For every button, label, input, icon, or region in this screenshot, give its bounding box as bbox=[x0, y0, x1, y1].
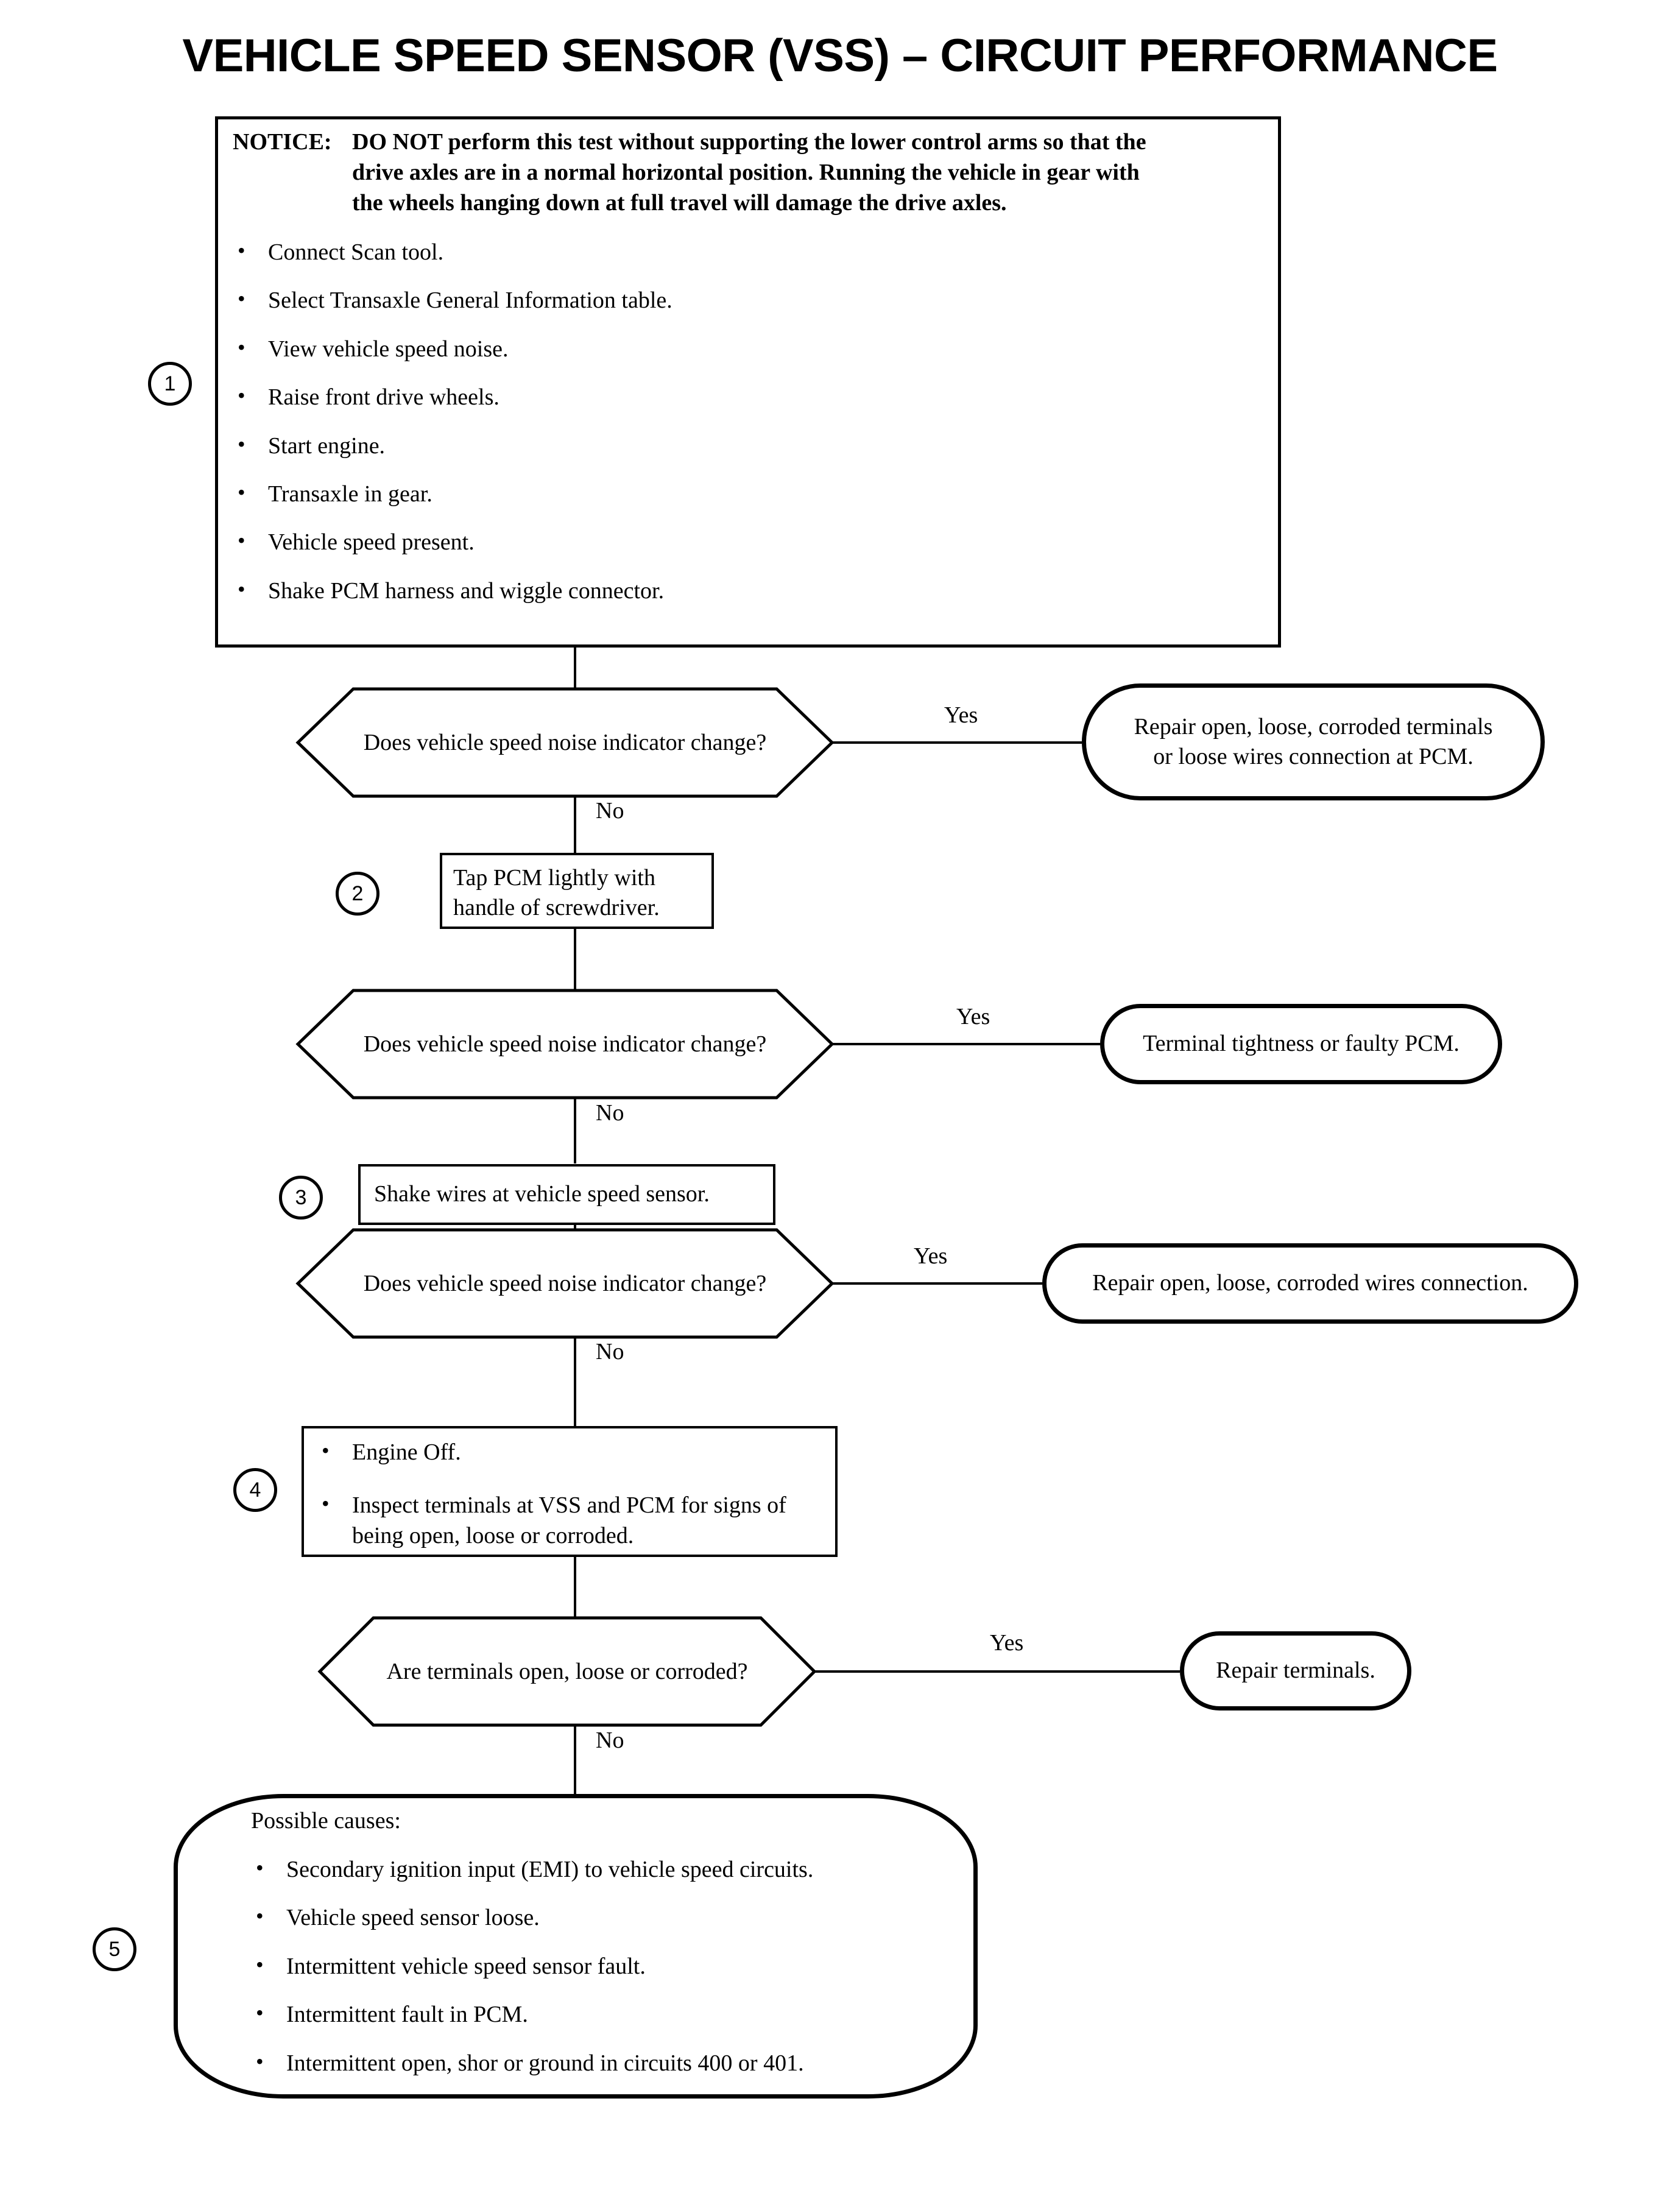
decision3-hexagon: Does vehicle speed noise indicator chang… bbox=[295, 1226, 835, 1341]
step1-bullet-5-label: Start engine. bbox=[268, 432, 386, 459]
list-item: Select Transaxle General Information tab… bbox=[233, 284, 1244, 316]
branch-label-yes-4: Yes bbox=[990, 1630, 1024, 1656]
step1-bullet-7-label: Vehicle speed present. bbox=[268, 529, 475, 556]
list-item: Raise front drive wheels. bbox=[233, 381, 1244, 412]
list-item: View vehicle speed noise. bbox=[233, 333, 1244, 364]
branch-label-yes-3: Yes bbox=[914, 1243, 948, 1269]
terminal-text: Repair terminals. bbox=[1216, 1658, 1375, 1684]
terminal-text: Terminal tightness or faulty PCM. bbox=[1143, 1031, 1459, 1057]
list-item: Engine Off. bbox=[317, 1436, 828, 1467]
terminal-text: Repair open, loose, corroded wires conne… bbox=[1092, 1270, 1528, 1296]
step1-bullet-3-label: View vehicle speed noise. bbox=[268, 336, 509, 362]
step-marker-4: 4 bbox=[233, 1468, 277, 1512]
decision1-hexagon: Does vehicle speed noise indicator chang… bbox=[295, 685, 835, 800]
connector-decision3-no bbox=[574, 1336, 576, 1427]
connector-decision3-yes bbox=[832, 1282, 1042, 1285]
cause-2-label: Vehicle speed sensor loose. bbox=[286, 1905, 540, 1931]
cause-5-label: Intermittent open, shor or ground in cir… bbox=[286, 2050, 804, 2076]
notice-line-1: DO NOT perform this test without support… bbox=[352, 129, 1146, 155]
step1-bullet-4-label: Raise front drive wheels. bbox=[268, 384, 499, 411]
list-item: Intermittent open, shor or ground in cir… bbox=[251, 2047, 951, 2078]
connector-decision4-yes bbox=[814, 1670, 1180, 1673]
branch-label-yes-1: Yes bbox=[944, 702, 978, 728]
branch-label-no-4: No bbox=[596, 1728, 624, 1753]
terminal-text: Repair open, loose, corroded terminals o… bbox=[1134, 712, 1493, 772]
step2-text: Tap PCM lightly with handle of screwdriv… bbox=[453, 863, 709, 923]
step-marker-2: 2 bbox=[336, 872, 379, 916]
list-item: Transaxle in gear. bbox=[233, 478, 1244, 509]
terminal-line-1: Repair open, loose, corroded terminals bbox=[1134, 713, 1493, 740]
list-item: Intermittent vehicle speed sensor fault. bbox=[251, 1951, 951, 1982]
list-item: Shake PCM harness and wiggle connector. bbox=[233, 575, 1244, 606]
list-item: Secondary ignition input (EMI) to vehicl… bbox=[251, 1854, 951, 1885]
branch-label-no-2: No bbox=[596, 1100, 624, 1126]
cause-3-label: Intermittent vehicle speed sensor fault. bbox=[286, 1953, 646, 1979]
step1-bullet-2-label: Select Transaxle General Information tab… bbox=[268, 288, 672, 314]
connector-decision4-no bbox=[574, 1724, 576, 1803]
connector-step2-to-decision2 bbox=[574, 929, 576, 990]
terminal-repair-terminals: Repair terminals. bbox=[1180, 1631, 1411, 1710]
list-item: Intermittent fault in PCM. bbox=[251, 1999, 951, 2030]
connector-decision1-no bbox=[574, 795, 576, 862]
terminal-repair-wires: Repair open, loose, corroded wires conne… bbox=[1042, 1243, 1578, 1324]
branch-label-no-3: No bbox=[596, 1339, 624, 1364]
terminal-line-2: or loose wires connection at PCM. bbox=[1153, 744, 1474, 769]
possible-causes-list: Secondary ignition input (EMI) to vehicl… bbox=[251, 1854, 951, 2078]
notice-line-2: drive axles are in a normal horizontal p… bbox=[352, 160, 1140, 186]
connector-decision2-no bbox=[574, 1096, 576, 1163]
step-marker-5: 5 bbox=[93, 1927, 136, 1971]
step3-box bbox=[358, 1164, 775, 1225]
cause-1-label: Secondary ignition input (EMI) to vehicl… bbox=[286, 1857, 814, 1882]
branch-label-no-1: No bbox=[596, 798, 624, 824]
terminal-repair-pcm-wiring: Repair open, loose, corroded terminals o… bbox=[1082, 683, 1545, 800]
step2-line-2: handle of screwdriver. bbox=[453, 895, 660, 921]
step4-bullet-2-label: Inspect terminals at VSS and PCM for sig… bbox=[352, 1492, 786, 1548]
step1-bullet-list: Connect Scan tool. Select Transaxle Gene… bbox=[233, 236, 1244, 606]
cause-4-label: Intermittent fault in PCM. bbox=[286, 2002, 528, 2028]
step-marker-3: 3 bbox=[279, 1176, 323, 1220]
step1-box bbox=[215, 116, 1281, 648]
terminal-terminal-tightness: Terminal tightness or faulty PCM. bbox=[1100, 1004, 1502, 1084]
step4-bullet-list: Engine Off. Inspect terminals at VSS and… bbox=[317, 1436, 828, 1551]
list-item: Vehicle speed present. bbox=[233, 526, 1244, 557]
possible-causes-heading: Possible causes: bbox=[251, 1808, 401, 1834]
notice-line-3: the wheels hanging down at full travel w… bbox=[352, 190, 1007, 216]
step2-box bbox=[440, 853, 714, 929]
notice-label: NOTICE: bbox=[233, 129, 332, 155]
step-marker-1: 1 bbox=[148, 362, 192, 406]
connector-step4-to-decision4 bbox=[574, 1557, 576, 1624]
decision4-hexagon: Are terminals open, loose or corroded? bbox=[317, 1614, 817, 1729]
step1-bullet-8-label: Shake PCM harness and wiggle connector. bbox=[268, 577, 665, 604]
branch-label-yes-2: Yes bbox=[956, 1004, 990, 1029]
list-item: Start engine. bbox=[233, 430, 1244, 461]
page-title: VEHICLE SPEED SENSOR (VSS) – CIRCUIT PER… bbox=[182, 30, 1498, 82]
connector-step1-to-decision1 bbox=[574, 648, 576, 708]
step4-bullet-1-label: Engine Off. bbox=[352, 1439, 461, 1465]
list-item: Inspect terminals at VSS and PCM for sig… bbox=[317, 1489, 828, 1551]
list-item: Vehicle speed sensor loose. bbox=[251, 1902, 951, 1933]
connector-decision2-yes bbox=[832, 1043, 1100, 1045]
step2-line-1: Tap PCM lightly with bbox=[453, 865, 655, 891]
step1-bullet-1-label: Connect Scan tool. bbox=[268, 239, 444, 265]
notice-block: NOTICE: DO NOT perform this test without… bbox=[233, 127, 1268, 218]
list-item: Connect Scan tool. bbox=[233, 236, 1244, 267]
decision2-hexagon: Does vehicle speed noise indicator chang… bbox=[295, 987, 835, 1101]
step3-text: Shake wires at vehicle speed sensor. bbox=[374, 1181, 710, 1207]
step1-bullet-6-label: Transaxle in gear. bbox=[268, 481, 432, 507]
connector-decision1-yes bbox=[832, 741, 1082, 744]
